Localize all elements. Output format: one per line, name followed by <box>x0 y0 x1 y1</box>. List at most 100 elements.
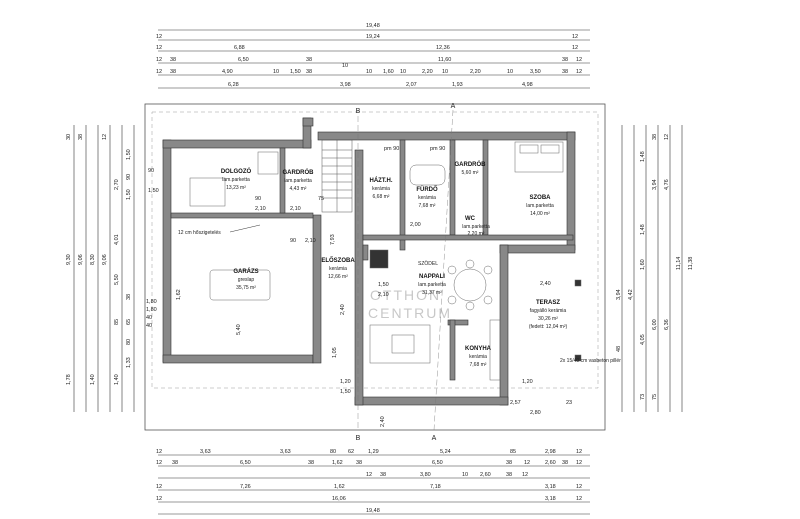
section-marker-b-bottom: B <box>356 435 361 442</box>
left-dim-7: 1,50 <box>126 149 132 160</box>
room-name: FÜRDŐ <box>416 186 438 193</box>
inner-dim: 2,40 <box>340 304 346 315</box>
inner-dim: 2,10 <box>305 238 316 244</box>
inner-dim: 90 <box>290 238 296 244</box>
coffee-table <box>391 334 415 354</box>
inner-dim: 1,20 <box>340 379 351 385</box>
walls <box>162 117 576 406</box>
room-area: 35,75 m² <box>236 285 256 291</box>
stove <box>369 249 389 269</box>
room-name: KONYHA <box>465 346 492 352</box>
bot-dim-r4-c: 1,62 <box>334 484 345 490</box>
pillar <box>574 354 582 362</box>
inner-dim: 75 <box>318 196 324 202</box>
room-name: ELŐSZOBA <box>321 257 355 264</box>
room-floor: lam.parketta <box>462 224 490 230</box>
top-dim-r4-c: 6,50 <box>238 57 249 63</box>
bathtub <box>409 164 446 186</box>
right-dim-11: 1,48 <box>640 224 646 235</box>
room-terasz: TERASZ fagyálló kerámia 30,26 m² (fedett… <box>529 300 568 330</box>
room-area: 12,66 m² <box>328 274 348 280</box>
top-dim-r4-b: 38 <box>170 57 176 63</box>
right-dim-0: 11,38 <box>688 257 694 270</box>
top-dim-r2-a: 12 <box>156 34 162 40</box>
room-nappali: NAPPALI lam.parketta 31,37 m² <box>418 274 446 296</box>
left-dim-0: 9,30 <box>66 254 72 265</box>
left-dim-15: 12 <box>102 134 108 140</box>
top-dim-r3-c: 12,36 <box>436 45 450 51</box>
top-dim-r2-c: 12 <box>572 34 578 40</box>
bot-dim-r4-d: 7,18 <box>430 484 441 490</box>
section-marker-a-top: A <box>451 103 456 110</box>
watermark: OTTHON CENTRUM <box>368 287 450 321</box>
bot-dim-r1-b: 3,63 <box>200 449 211 455</box>
right-dim-4: 4,05 <box>640 334 646 345</box>
inner-dim: 40 <box>146 323 152 329</box>
inner-dim: 5,40 <box>236 324 242 335</box>
inner-dim: 2,80 <box>530 410 541 416</box>
right-dim-6: 3,94 <box>616 289 622 300</box>
top-dim-r5-j: 2,20 <box>422 69 433 75</box>
inner-dim: 23 <box>566 400 572 406</box>
bottom-dimension-lines <box>158 454 590 515</box>
top-dim-r3-a: 12 <box>156 45 162 51</box>
top-dim-r6-c: 2,07 <box>406 82 417 88</box>
top-dim-r6-e: 4,98 <box>522 82 533 88</box>
bot-dim-r2-a: 12 <box>156 460 162 466</box>
chair <box>483 265 493 275</box>
inner-dimensions: 90 1,50 2,10 90 2,10 90 2,10 7,93 2,40 1… <box>146 146 572 427</box>
room-floor: kerámia <box>372 186 390 192</box>
room-gardrob-1: GARDRÓB lam.parketta 4,43 m² <box>283 168 315 192</box>
section-marker-a-bottom: A <box>432 435 437 442</box>
top-dim-r5-i: 10 <box>400 69 406 75</box>
inner-dim: 2,10 <box>255 206 266 212</box>
top-dim-r6-a: 6,28 <box>228 82 239 88</box>
bot-dim-r5-c: 3,18 <box>545 496 556 502</box>
top-dim-r6-b: 3,98 <box>340 82 351 88</box>
top-dim-r5-k: 10 <box>442 69 448 75</box>
left-dim-5: 4,01 <box>114 234 120 245</box>
bot-dim-r2-g: 6,50 <box>432 460 443 466</box>
top-dim-r5-o: 38 <box>562 69 568 75</box>
szedel-note: SZÖDEL <box>418 260 438 267</box>
insulation-note: 12 cm hőszigetelés <box>178 230 221 236</box>
staircase <box>321 139 353 213</box>
right-dim-14: 73 <box>640 394 646 400</box>
room-area: 4,43 m² <box>290 186 307 192</box>
insulation-leader <box>229 224 261 233</box>
top-dim-r5-d: 10 <box>273 69 279 75</box>
bot-dim-r1-j: 12 <box>576 449 582 455</box>
top-dim-r5-b: 38 <box>170 69 176 75</box>
left-dim-18: 80 <box>126 339 132 345</box>
bot-dim-r1-h: 85 <box>510 449 516 455</box>
inner-dim: 1,20 <box>522 379 533 385</box>
room-area: 31,37 m² <box>422 290 442 296</box>
car <box>209 269 271 301</box>
bot-dim-r1-d: 80 <box>330 449 336 455</box>
chair <box>465 259 475 269</box>
bot-dim-r1-g: 5,24 <box>440 449 451 455</box>
bot-dim-r1-c: 3,63 <box>280 449 291 455</box>
room-name: HÁZT.H. <box>370 177 393 184</box>
room-floor: fagyálló kerámia <box>530 308 567 314</box>
right-dim-2: 6,36 <box>664 319 670 330</box>
left-dim-4: 5,50 <box>114 274 120 285</box>
room-haztb: HÁZT.H. kerámia 6,68 m² <box>370 177 393 200</box>
right-dim-12: 38 <box>652 134 658 140</box>
top-dim-r4-h: 12 <box>576 57 582 63</box>
section-marker-b-top: B <box>356 108 361 115</box>
left-dim-8: 90 <box>126 174 132 180</box>
inner-dim: 2,10 <box>378 292 389 298</box>
pillow <box>519 144 539 154</box>
right-dimension-labels: 11,38 11,14 6,36 6,00 4,05 4,42 3,94 1,6… <box>616 134 694 400</box>
bot-dim-r5-d: 12 <box>576 496 582 502</box>
bot-dim-r2-h: 38 <box>506 460 512 466</box>
inner-dim: pm 90 <box>430 146 445 152</box>
dining-table <box>453 268 487 302</box>
bot-dim-r1-e: 62 <box>348 449 354 455</box>
top-dim-r4-d: 38 <box>306 57 312 63</box>
plot-frame <box>144 103 606 431</box>
bot-dim-r4-a: 12 <box>156 484 162 490</box>
bot-dim-r3-e: 2,60 <box>480 472 491 478</box>
